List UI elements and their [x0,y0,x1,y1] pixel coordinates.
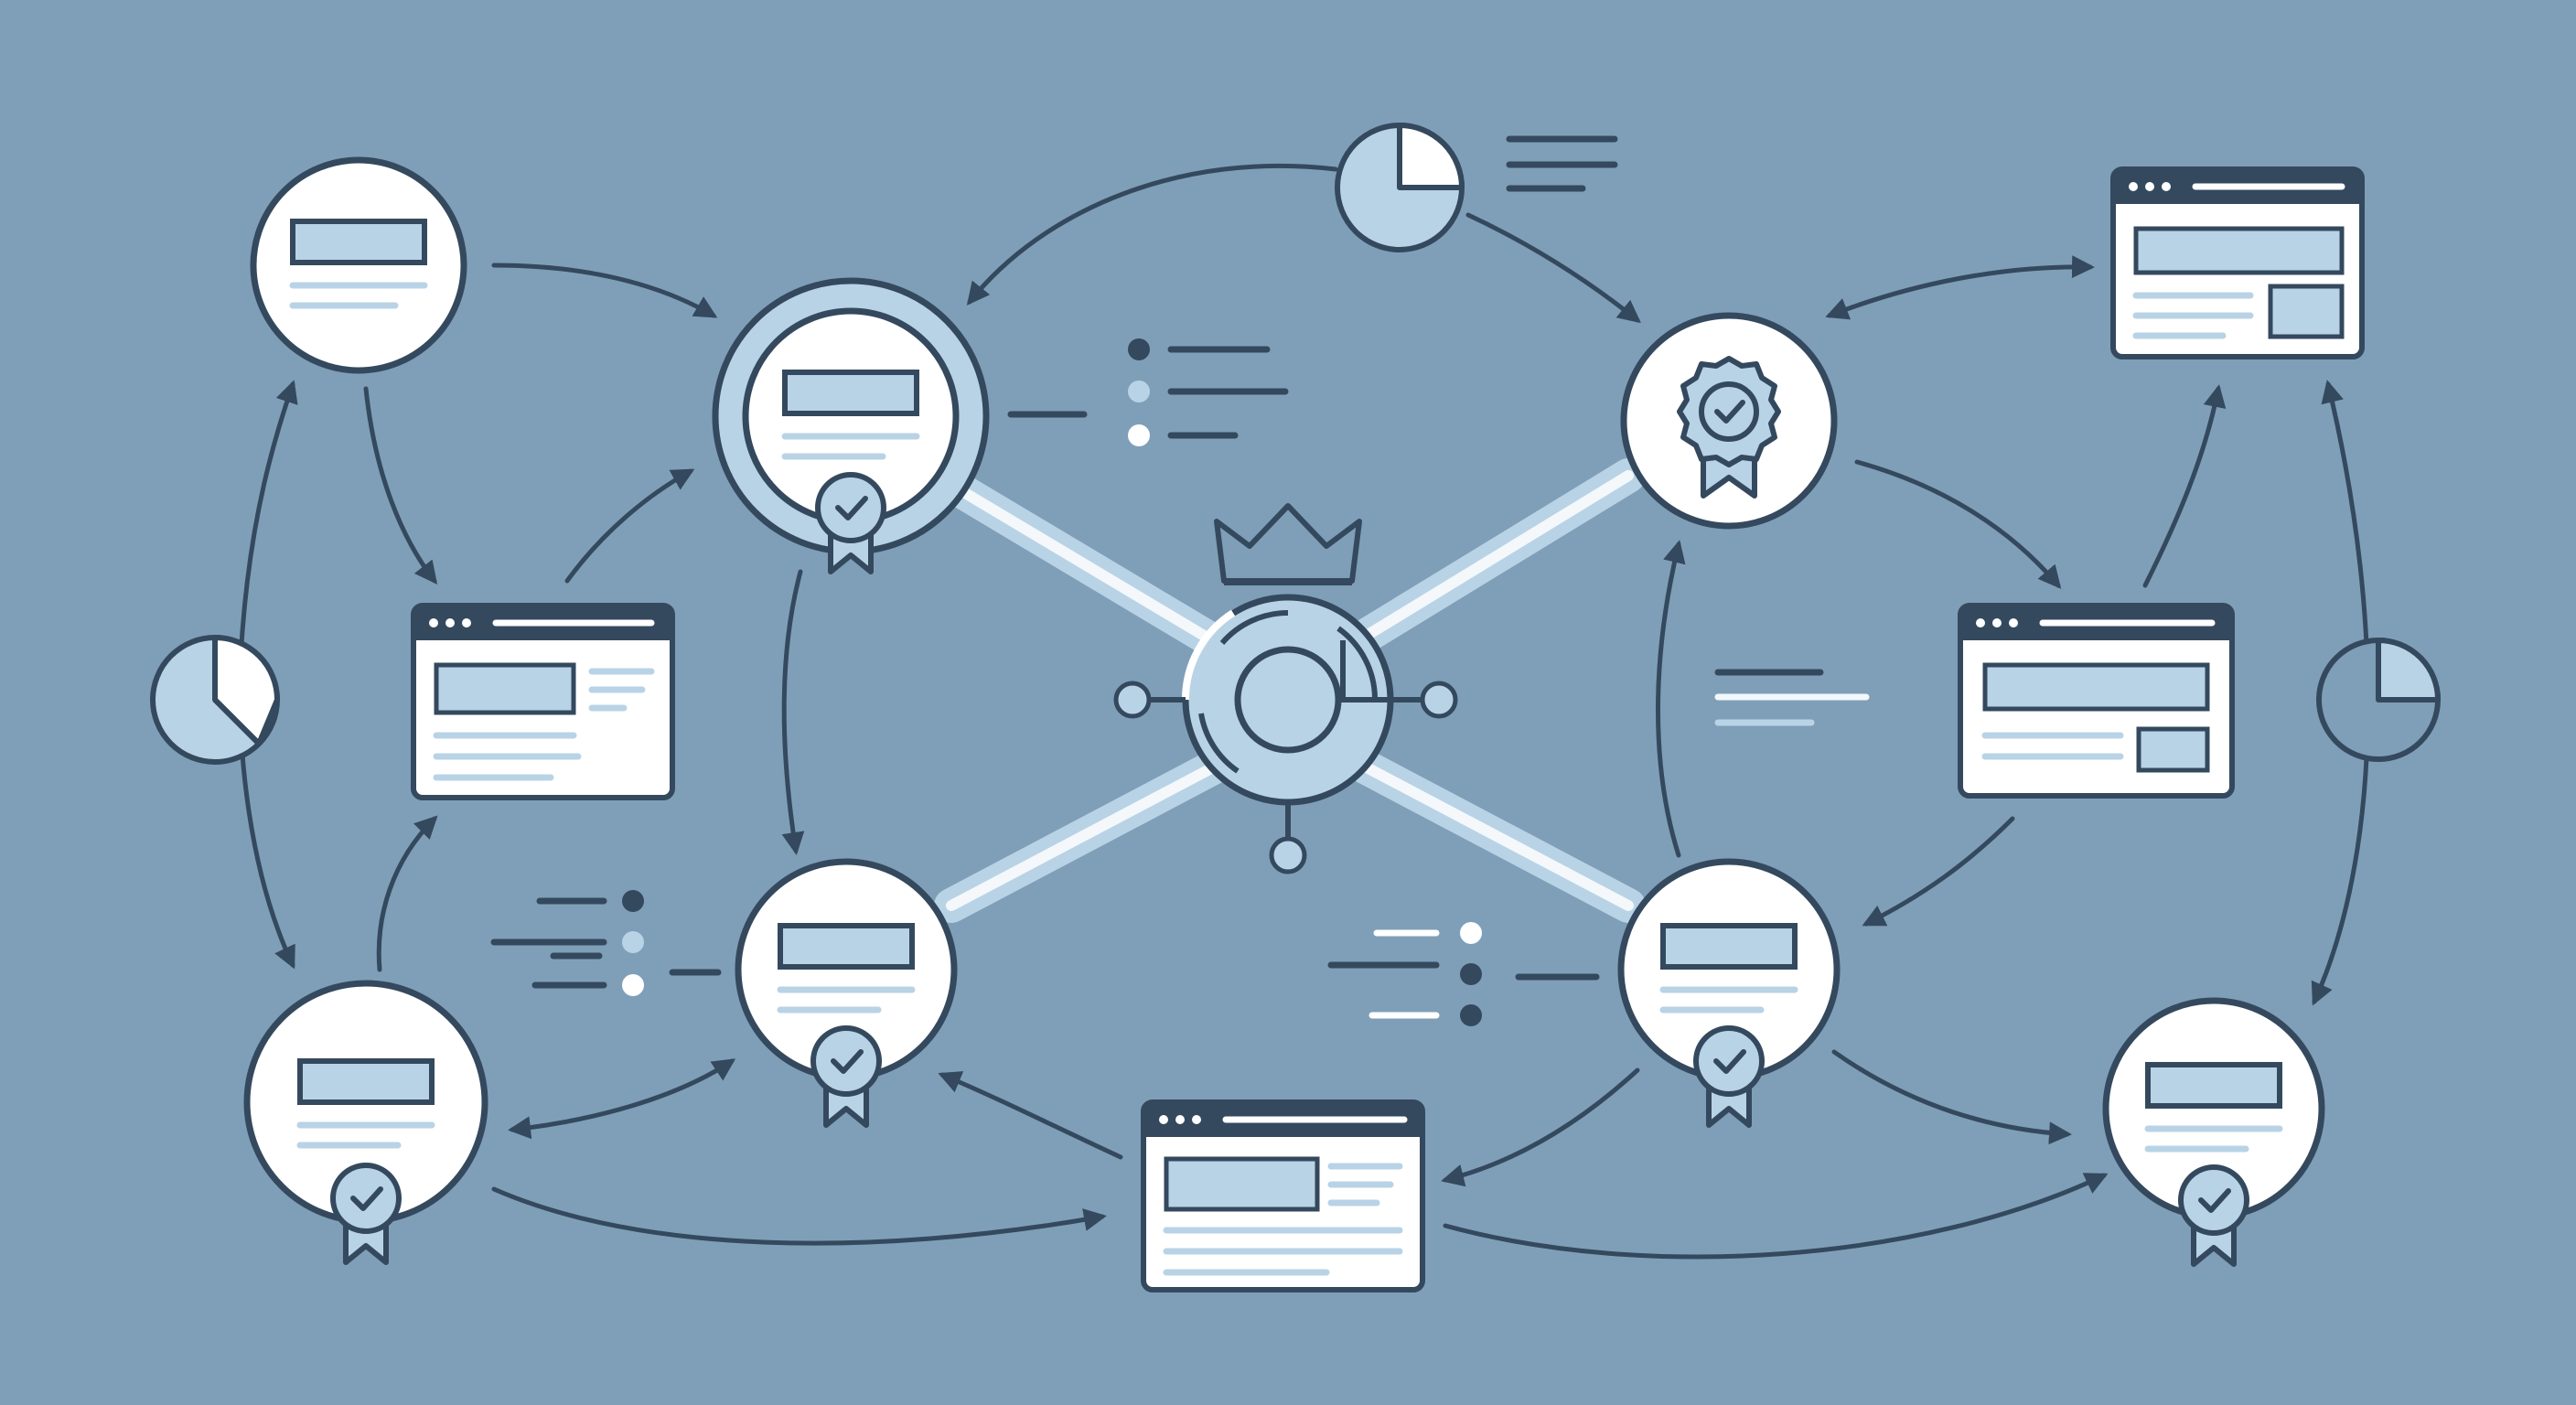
list-dot [1128,338,1150,360]
arrow-10 [781,569,805,855]
list-fragment-top [1007,338,1289,446]
arrow-20 [938,1071,1123,1160]
crowned-hub-icon [1113,503,1458,874]
list-dot [1128,381,1150,402]
pie-chart-icon [150,635,280,765]
arrow-connectors [238,163,2371,1260]
list-dot [1128,424,1150,446]
document-node [735,858,958,1081]
arrow-12 [1825,255,2095,320]
arrow-11 [1656,540,1686,858]
arrow-1 [491,263,718,318]
arrow-8 [966,163,1338,306]
list-fragment-mid-right [1714,669,1870,726]
pie-chart-icon [2316,638,2441,762]
arrow-5 [376,815,438,972]
list-dot [622,931,644,953]
list-dot [1460,922,1482,944]
arrow-18 [1441,1067,1640,1187]
list-dot [622,890,644,912]
award-ribbon-icon [815,472,886,574]
award-ribbon-icon [330,1163,402,1265]
crown-icon [1214,503,1362,584]
award-ribbon-icon [1693,1025,1765,1128]
list-fragment-top-right [1506,135,1618,192]
list-dot [1460,1004,1482,1026]
rosette-badge-icon [1677,356,1781,499]
browser-window-icon [411,603,675,800]
document-node [250,156,467,374]
arrow-16 [1862,816,2015,927]
award-ribbon-icon [810,1025,882,1128]
document-node [1617,858,1841,1081]
document-node-highlighted [712,277,990,555]
list-dot [622,974,644,996]
list-fragment-left [490,890,722,996]
list-dot [1460,963,1482,985]
arrow-3 [564,468,695,584]
arrow-7 [491,1186,1107,1246]
document-node [2102,997,2325,1220]
arrow-4 [238,380,298,970]
arrow-2 [363,386,438,585]
arrow-14 [2142,384,2227,588]
list-fragment-right [1327,922,1600,1026]
award-ribbon-icon [2178,1164,2249,1267]
arrow-9 [1465,212,1641,324]
browser-window-icon [1958,603,2235,799]
browser-window-icon [2110,166,2365,359]
arrow-6 [508,1058,736,1140]
arrow-19 [1443,1173,2109,1260]
browser-window-icon [1141,1099,1425,1292]
arrow-13 [1854,459,2062,589]
arrow-17 [1831,1049,2072,1145]
pie-chart-icon [1335,123,1465,252]
